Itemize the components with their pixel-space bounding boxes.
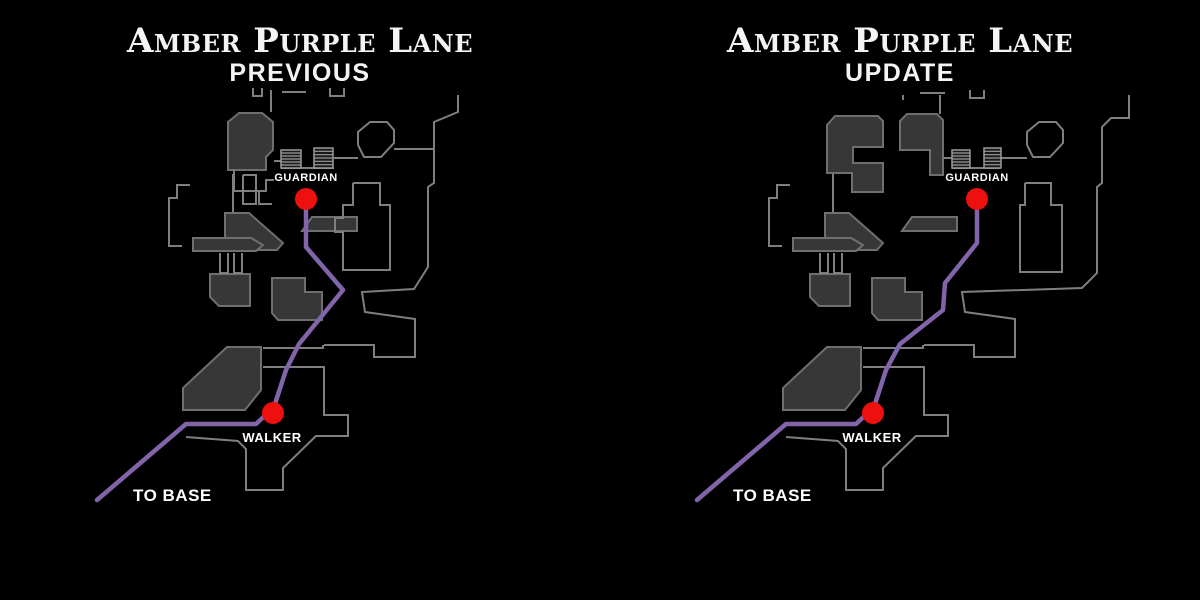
to-base-label: TO BASE: [733, 486, 812, 505]
map-svg-previous: GUARDIAN WALKER TO BASE: [94, 88, 459, 505]
map-outline: [233, 253, 243, 274]
map-outline: [219, 253, 229, 274]
map-building: [871, 277, 923, 321]
panel-update-header: Amber Purple Lane UPDATE: [600, 24, 1200, 88]
panel-subtitle: PREVIOUS: [229, 59, 371, 87]
guardian-marker: [966, 188, 988, 210]
to-base-label: TO BASE: [133, 486, 212, 505]
map-building: [271, 277, 323, 321]
panel-update: Amber Purple Lane UPDATE GUARDIAN WALKER T…: [600, 0, 1200, 600]
map-building: [809, 273, 851, 307]
panel-subtitle: UPDATE: [845, 59, 955, 87]
map-outline: [357, 121, 395, 158]
map-outline: [1026, 121, 1064, 158]
map-outline: [242, 174, 257, 205]
map-outline: [324, 95, 459, 358]
walker-marker: [262, 402, 284, 424]
page-title: Amber Purple Lane: [726, 21, 1074, 61]
walker-marker: [862, 402, 884, 424]
map-building: [209, 273, 251, 307]
map-outline: [263, 345, 324, 349]
map-outline: [785, 366, 949, 491]
map-building: [826, 115, 884, 193]
map-outline: [969, 90, 985, 99]
map-building: [792, 237, 865, 252]
map-outline: [252, 88, 263, 97]
map-outline: [168, 184, 190, 247]
map-outline: [258, 192, 272, 205]
panel-previous-header: Amber Purple Lane PREVIOUS: [0, 24, 600, 88]
lane-path: [94, 205, 346, 503]
map-building: [182, 346, 262, 411]
guardian-label: GUARDIAN: [274, 172, 337, 184]
walker-label: WALKER: [242, 430, 301, 445]
map-building: [227, 112, 274, 171]
map-outline: [768, 184, 790, 247]
map-svg-update: GUARDIAN WALKER TO BASE: [694, 90, 1130, 505]
map-outline: [233, 170, 274, 192]
map-outline: [819, 253, 829, 274]
map-outline: [833, 253, 843, 274]
map-building: [899, 113, 944, 176]
map-outline: [334, 182, 391, 271]
map-building: [900, 216, 958, 232]
map-building: [192, 237, 265, 252]
map-outline: [329, 88, 345, 97]
map-outline: [1019, 182, 1063, 273]
walker-label: WALKER: [842, 430, 901, 445]
panel-previous: Amber Purple Lane PREVIOUS GUARDIAN WALKE…: [0, 24, 600, 505]
map-outline: [185, 366, 349, 491]
guardian-marker: [295, 188, 317, 210]
page-title: Amber Purple Lane: [126, 21, 474, 61]
lane-path: [694, 205, 980, 503]
guardian-label: GUARDIAN: [945, 172, 1008, 184]
map-building: [300, 216, 358, 232]
map-outline: [863, 345, 924, 349]
map-building: [782, 346, 862, 411]
map-outline: [924, 95, 1130, 358]
